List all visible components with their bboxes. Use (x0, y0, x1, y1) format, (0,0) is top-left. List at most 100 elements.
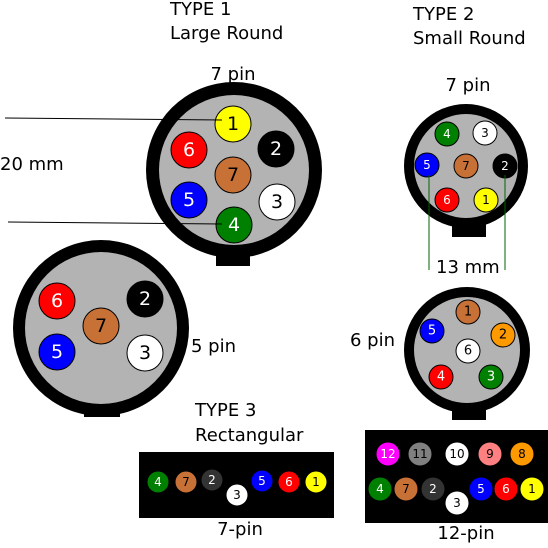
pin-number: 2 (139, 288, 151, 310)
pin-circle (250, 469, 274, 493)
pin-circle (509, 441, 535, 467)
pin-circle (477, 441, 503, 467)
pin-12: 12 (375, 441, 401, 467)
pin-number: 11 (412, 447, 427, 461)
pin-7: 7 (214, 156, 252, 194)
pin-circle (455, 299, 481, 325)
type2-subheading: Small Round (413, 28, 526, 49)
pin-number: 6 (443, 193, 451, 207)
pin-circle (126, 280, 164, 318)
type3-heading: TYPE 3 (194, 400, 256, 421)
pin-circle (393, 476, 419, 502)
pin-circle (170, 181, 208, 219)
dimension-line-bottom (7, 221, 223, 225)
pin-number: 5 (428, 324, 436, 339)
pin-circle (38, 282, 76, 320)
pin-circle (490, 322, 516, 348)
dimension-line-top (4, 117, 223, 121)
pin-2: 2 (200, 468, 224, 492)
type1-5pin-label: 5 pin (191, 336, 236, 357)
pin-circle (453, 153, 479, 179)
pin-circle (174, 470, 198, 494)
pin-number: 7 (402, 482, 410, 496)
pin-number: 7 (227, 164, 239, 186)
pin-circle (472, 120, 498, 146)
dimension-13mm: 13 mm (428, 175, 506, 278)
dimension-13mm-label: 13 mm (436, 257, 500, 278)
pin-number: 12 (380, 447, 395, 461)
pin-number: 1 (227, 113, 239, 135)
pin-number: 1 (464, 305, 472, 320)
pin-circle (82, 307, 120, 345)
pin-2: 2 (257, 130, 295, 168)
pin-number: 4 (228, 214, 240, 236)
pin-circle (146, 470, 170, 494)
pin-1: 1 (473, 187, 499, 213)
pin-number: 3 (233, 488, 241, 502)
pin-number: 3 (453, 496, 461, 510)
pin-number: 10 (449, 447, 464, 461)
pin-circle (434, 187, 460, 213)
pin-5: 5 (468, 476, 494, 502)
pin-circle (455, 338, 481, 364)
pin-number: 2 (270, 138, 282, 160)
pin-number: 2 (429, 482, 437, 496)
pin-11: 11 (407, 441, 433, 467)
pin-6: 6 (38, 282, 76, 320)
pin-2: 2 (490, 322, 516, 348)
pin-6: 6 (277, 470, 301, 494)
pin-4: 4 (428, 364, 454, 390)
pin-number: 2 (499, 328, 507, 343)
pin-7: 7 (174, 470, 198, 494)
pin-circle (473, 187, 499, 213)
pin-number: 7 (462, 159, 470, 173)
pin-9: 9 (477, 441, 503, 467)
pin-7: 7 (82, 307, 120, 345)
pin-7: 7 (453, 153, 479, 179)
pin-10: 10 (444, 441, 470, 467)
pin-circle (225, 483, 249, 507)
pin-4: 4 (367, 476, 393, 502)
type3-12pin-label: 12-pin (437, 523, 494, 544)
pin-4: 4 (215, 206, 253, 244)
pin-number: 3 (487, 370, 495, 385)
pin-number: 4 (437, 370, 445, 385)
pin-circle (214, 156, 252, 194)
pin-circle (414, 152, 440, 178)
pin-1: 1 (304, 470, 328, 494)
pin-4: 4 (146, 470, 170, 494)
pin-8: 8 (509, 441, 535, 467)
pin-3: 3 (472, 120, 498, 146)
pin-circle (444, 490, 470, 516)
pin-number: 1 (312, 475, 320, 489)
pin-circle (420, 476, 446, 502)
pin-number: 2 (501, 159, 509, 173)
pin-circle (444, 441, 470, 467)
pin-number: 3 (481, 126, 489, 140)
pin-2: 2 (126, 280, 164, 318)
pin-circle (375, 441, 401, 467)
pin-number: 1 (482, 193, 490, 207)
pin-number: 8 (518, 447, 526, 461)
pin-5: 5 (170, 181, 208, 219)
pin-number: 6 (502, 482, 510, 496)
pin-circle (434, 121, 460, 147)
pin-circle (407, 441, 433, 467)
pin-5: 5 (414, 152, 440, 178)
pin-circle (258, 183, 296, 221)
pin-group: 4 3 5 7 2 6 1 (414, 120, 518, 213)
pin-circle (170, 131, 208, 169)
pin-number: 6 (464, 344, 472, 359)
dimension-20mm-label: 20 mm (0, 154, 64, 175)
pin-number: 4 (443, 127, 451, 141)
